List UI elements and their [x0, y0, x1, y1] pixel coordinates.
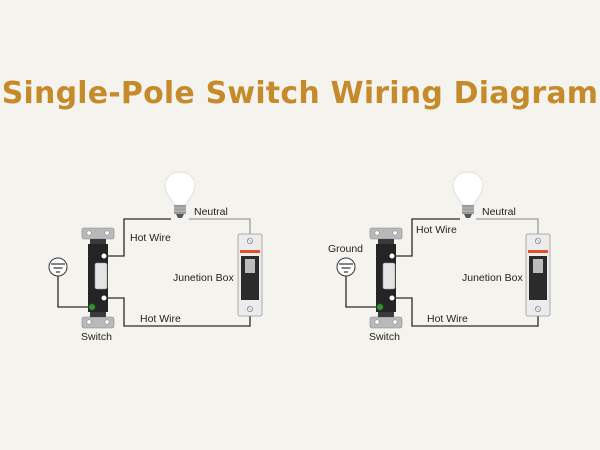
light-bulb-icon: [164, 171, 196, 218]
junction-box: [237, 233, 263, 317]
page-title: Single-Pole Switch Wiring Diagram: [1, 76, 599, 111]
ground-wire: [345, 276, 380, 308]
ground-label: Ground: [328, 243, 364, 255]
light-switch: [81, 227, 115, 329]
hot-wire-top-label: Hot Wire: [130, 232, 171, 244]
diagram-right: Ground Neutral Hot Wire Junetion Box Hot…: [300, 0, 600, 450]
diagram-left: Neutral Hot Wire Junetion Box Hot Wire S…: [48, 171, 263, 343]
hot-wire-top: [104, 218, 171, 257]
hot-wire-bottom-label: Hot Wire: [140, 313, 181, 325]
junction-box-label: Junetion Box: [173, 272, 234, 284]
light-switch: [369, 227, 403, 329]
switch-label: Switch: [81, 331, 112, 343]
switch-label: Switch: [369, 331, 400, 343]
wiring-diagram-right: [336, 171, 551, 329]
neutral-label: Neutral: [482, 206, 516, 218]
hot-wire-top-label: Hot Wire: [416, 224, 457, 236]
wires: [345, 218, 539, 327]
ground-wire: [57, 276, 92, 308]
light-bulb-icon: [452, 171, 484, 218]
junction-box: [525, 233, 551, 317]
wiring-diagram-left: [48, 171, 263, 329]
ground-icon: [48, 257, 68, 277]
neutral-wire: [189, 218, 251, 234]
neutral-label: Neutral: [194, 206, 228, 218]
hot-wire-bottom: [392, 297, 539, 327]
neutral-wire: [476, 218, 539, 234]
hot-wire-bottom: [104, 297, 251, 327]
wires: [57, 218, 251, 327]
ground-icon: [336, 257, 356, 277]
hot-wire-top: [392, 218, 460, 257]
hot-wire-bottom-label: Hot Wire: [427, 313, 468, 325]
junction-box-label: Junetion Box: [462, 272, 523, 284]
